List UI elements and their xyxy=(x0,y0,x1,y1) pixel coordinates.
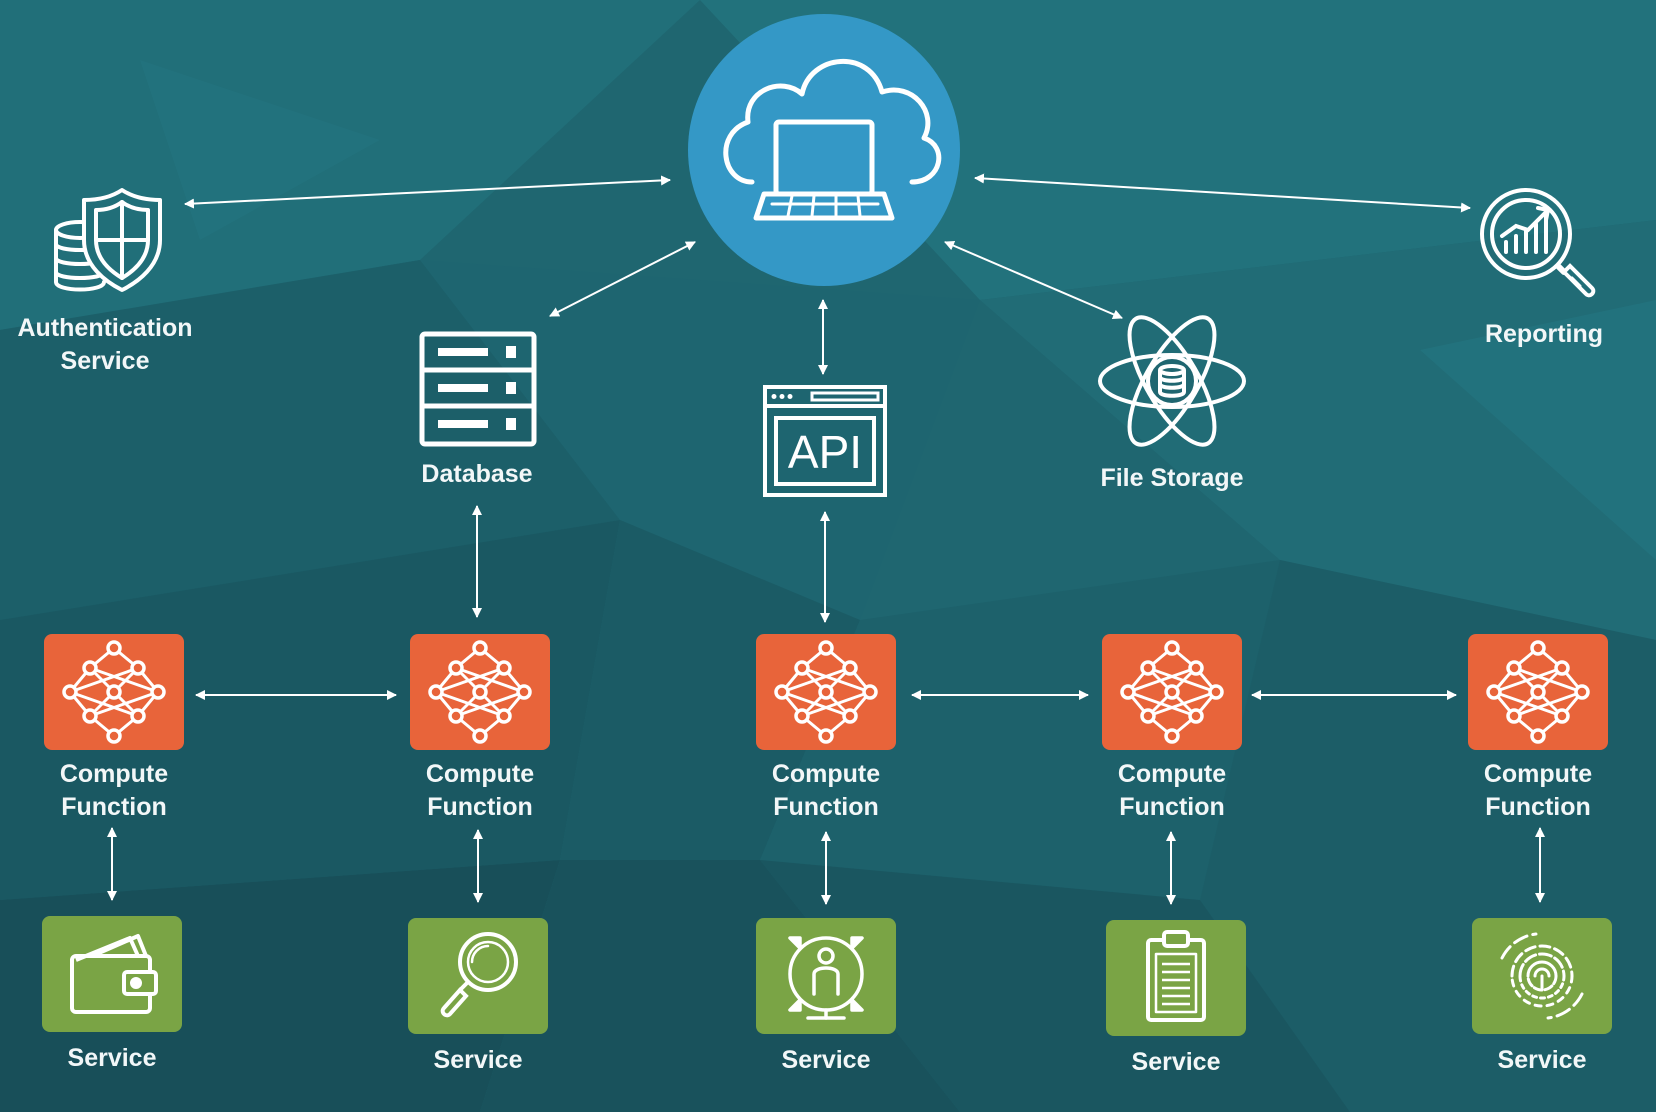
fingerprint-icon xyxy=(1500,932,1584,1020)
file-storage-label: File Storage xyxy=(1100,464,1244,492)
service-tile xyxy=(1106,920,1246,1036)
neural-network-icon xyxy=(428,640,532,744)
reporting-label: Reporting xyxy=(1484,320,1604,348)
compute-function-tile xyxy=(1468,634,1608,750)
compute-function-label: Compute Function xyxy=(771,760,881,821)
api-text: API xyxy=(788,426,862,478)
neural-network-icon xyxy=(62,640,166,744)
magnifier-chart-icon xyxy=(1480,188,1596,298)
service-label: Service xyxy=(433,1046,523,1074)
cloud-hub xyxy=(688,14,960,286)
service-label: Service xyxy=(67,1044,157,1072)
hub-file-storage-connector xyxy=(944,240,1123,320)
neural-network-icon xyxy=(1486,640,1590,744)
user-target-icon xyxy=(788,936,864,1020)
service-tile xyxy=(756,918,896,1034)
shield-database-icon xyxy=(54,188,162,292)
hub-database-connector xyxy=(549,241,696,317)
api-window-icon: API xyxy=(763,385,887,497)
database-label: Database xyxy=(421,460,533,488)
service-tile xyxy=(1472,918,1612,1034)
compute-function-tile xyxy=(756,634,896,750)
wallet-icon xyxy=(70,934,158,1014)
compute-function-label: Compute Function xyxy=(425,760,535,821)
service-label: Service xyxy=(781,1046,871,1074)
compute-function-tile xyxy=(44,634,184,750)
search-icon xyxy=(440,932,518,1018)
service-label: Service xyxy=(1131,1048,1221,1076)
service-tile xyxy=(42,916,182,1032)
server-rack-icon xyxy=(419,331,537,447)
atom-database-icon xyxy=(1098,315,1246,447)
auth-service-label: Authentication Service xyxy=(17,314,193,375)
hub-auth-connector xyxy=(184,175,671,209)
compute-function-label: Compute Function xyxy=(1483,760,1593,821)
compute-function-label: Compute Function xyxy=(59,760,169,821)
service-label: Service xyxy=(1497,1046,1587,1074)
compute-function-label: Compute Function xyxy=(1117,760,1227,821)
hub-reporting-connector xyxy=(974,173,1471,213)
neural-network-icon xyxy=(774,640,878,744)
clipboard-icon xyxy=(1146,930,1206,1022)
service-tile xyxy=(408,918,548,1034)
cloud-laptop-icon xyxy=(723,58,942,221)
neural-network-icon xyxy=(1120,640,1224,744)
compute-function-tile xyxy=(410,634,550,750)
compute-function-tile xyxy=(1102,634,1242,750)
